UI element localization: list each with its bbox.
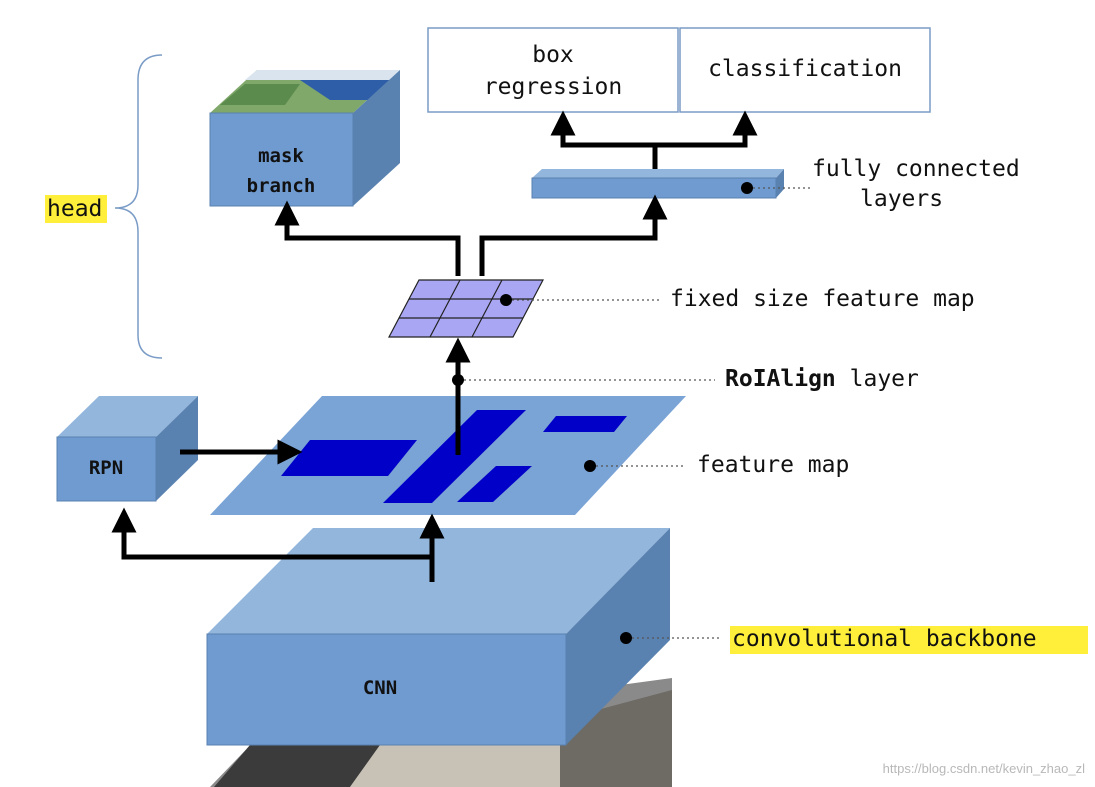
roialign-label-rest: layer [836, 366, 919, 392]
rpn-label: RPN [89, 457, 123, 479]
arrow-to-mask-branch [274, 200, 461, 276]
fc-side [776, 169, 784, 198]
arrows [111, 110, 758, 582]
feature-map: feature map [210, 396, 849, 515]
head-highlight [45, 195, 107, 223]
mask-branch-side [353, 70, 400, 206]
mask-branch-label-1: mask [258, 145, 304, 167]
grid-dot [500, 294, 512, 306]
box-regression-box [427, 27, 679, 113]
grid-v1 [429, 279, 461, 338]
cnn-side [566, 528, 670, 745]
box-regression-label-1: box [532, 42, 574, 68]
fully-connected-layer: fully connected layers [531, 156, 1020, 212]
fixed-size-feature-map-label: fixed size feature map [670, 286, 975, 312]
arrow-to-fc [479, 194, 668, 276]
roi-box-1 [281, 440, 417, 476]
rpn-top [57, 396, 198, 437]
roialign-label: RoIAlign layer [725, 366, 919, 392]
rpn-front [56, 436, 157, 502]
cnn-front [206, 633, 567, 746]
roi-box-4 [543, 416, 627, 432]
fc-label-2: layers [860, 186, 943, 212]
classification-label: classification [708, 56, 902, 82]
mask-image-sky [245, 70, 400, 80]
grid-v2 [471, 279, 503, 338]
backbone-highlight [730, 626, 1088, 654]
head-brace [114, 54, 163, 359]
output-boxes: box regression classification [427, 27, 931, 113]
input-image-light [350, 745, 560, 787]
roi-box-3 [457, 466, 532, 502]
mask-branch-label-2: branch [247, 175, 316, 197]
fixed-size-feature-map: fixed size feature map [388, 279, 975, 338]
head-group: head [45, 54, 163, 359]
input-image-keyboard [214, 745, 380, 787]
classification-box [679, 27, 931, 113]
arrow-to-outputs [560, 128, 748, 148]
feature-map-dot [584, 460, 596, 472]
roialign-annotation: RoIAlign layer [452, 366, 919, 392]
backbone-label: convolutional backbone [732, 626, 1037, 652]
watermark: https://blog.csdn.net/kevin_zhao_zl [883, 761, 1085, 776]
fc-front [531, 177, 777, 199]
roi-box-2 [383, 410, 526, 503]
cnn-label: CNN [363, 677, 397, 699]
mask-image-stripes [220, 84, 300, 105]
mask-branch-box: mask branch [209, 70, 400, 207]
box-regression-label-2: regression [484, 74, 622, 100]
mask-image-blue [300, 80, 390, 100]
rpn-side [156, 396, 198, 501]
fc-top [532, 169, 784, 178]
mask-branch-front [209, 112, 354, 207]
fc-dot [741, 182, 753, 194]
rpn-box: RPN [56, 396, 198, 502]
fc-label-1: fully connected [812, 156, 1020, 182]
roialign-label-bold: RoIAlign [725, 366, 836, 392]
cnn-box: CNN convolutional backbone [206, 528, 1088, 746]
arrow-cnn-to-rpn [111, 507, 432, 560]
feature-map-label: feature map [697, 452, 849, 478]
head-label: head [47, 196, 102, 222]
cnn-dot [620, 632, 632, 644]
grid-fill [388, 279, 544, 338]
